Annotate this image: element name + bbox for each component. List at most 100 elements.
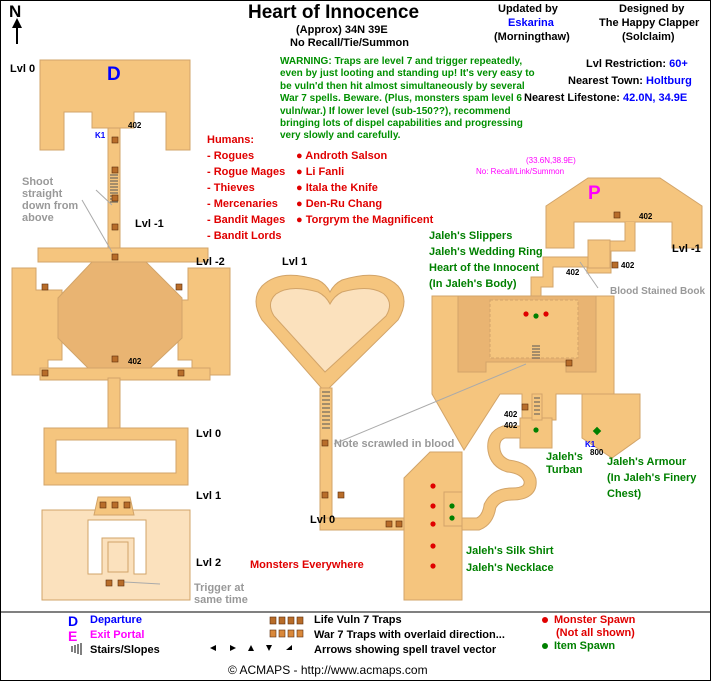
stairs-main bbox=[532, 345, 540, 359]
legend-war-traps: War 7 Traps with overlaid direction... bbox=[314, 629, 505, 641]
nearest-town: Nearest Town: Holtburg bbox=[568, 75, 692, 87]
departure-marker[interactable]: D bbox=[107, 64, 121, 85]
item-label: (In Jaleh's Body) bbox=[429, 278, 517, 290]
human-group: - Rogue Mages bbox=[207, 166, 286, 178]
lvl-restriction: Lvl Restriction: 60+ bbox=[586, 58, 688, 70]
corridor-lower-hub bbox=[39, 367, 211, 381]
item-spawns bbox=[449, 313, 602, 521]
human-named: ● Itala the Knife bbox=[296, 182, 378, 194]
room-lvl0-top bbox=[39, 59, 191, 151]
nearest-lifestone-label: Nearest Lifestone: bbox=[524, 92, 620, 104]
legend-trap-life bbox=[269, 616, 304, 625]
nearest-town-value: Holtburg bbox=[646, 75, 692, 87]
human-named-label: Den-Ru Chang bbox=[305, 198, 383, 210]
corridor-winding-fill bbox=[452, 426, 536, 530]
portal-marker[interactable]: P bbox=[588, 183, 601, 204]
level-label: Lvl -1 bbox=[672, 243, 701, 255]
item-label: Chest) bbox=[607, 488, 642, 500]
stairs-turban bbox=[534, 397, 540, 415]
room-octagon bbox=[57, 261, 183, 373]
page-title: Heart of Innocence bbox=[248, 2, 420, 23]
item-label: Jaleh's bbox=[546, 451, 583, 463]
door-label: 402 bbox=[504, 410, 518, 419]
door-label: 402 bbox=[621, 261, 635, 270]
corridor-turban bbox=[531, 393, 543, 421]
human-named: ● Androth Salson bbox=[296, 150, 388, 162]
human-group: - Bandit Lords bbox=[207, 230, 282, 242]
room-lvl-m2-right bbox=[177, 267, 231, 376]
human-named-label: Itala the Knife bbox=[305, 182, 378, 194]
note-blood: Note scrawled in blood bbox=[334, 438, 455, 450]
level-label: Lvl -2 bbox=[196, 256, 225, 268]
nearest-lifestone-value: 42.0N, 34.9E bbox=[623, 92, 688, 104]
updated-label: Updated by bbox=[498, 3, 558, 15]
level-label: Lvl 0 bbox=[10, 63, 36, 75]
legend-item-spawn: Item Spawn bbox=[554, 640, 616, 652]
legend-exit-portal: Exit Portal bbox=[90, 629, 145, 641]
legend-arrows bbox=[210, 645, 292, 651]
monster-spawns bbox=[430, 311, 549, 569]
legend-departure-icon: D bbox=[68, 613, 79, 629]
item-label: Turban bbox=[546, 464, 583, 476]
legend-monster-dot bbox=[542, 617, 548, 623]
room-lvl-m1-right bbox=[545, 177, 703, 249]
room-stair-box bbox=[587, 239, 611, 269]
door-label: 402 bbox=[128, 121, 142, 130]
stairs-heart bbox=[322, 391, 330, 429]
level-label: Lvl -1 bbox=[135, 218, 164, 230]
k1-marker: K1 bbox=[95, 131, 106, 140]
portal-restrict: No: Recall/Link/Summon bbox=[476, 167, 565, 176]
room-lvl-m2-left bbox=[11, 267, 63, 376]
human-group: - Rogues bbox=[207, 150, 255, 162]
room-lvl2-core bbox=[107, 541, 129, 573]
human-group: - Mercenaries bbox=[207, 198, 278, 210]
human-named-label: Li Fanli bbox=[305, 166, 345, 178]
designed-name: The Happy Clapper bbox=[599, 17, 700, 29]
level-label: Lvl 0 bbox=[310, 514, 336, 526]
stairs-top bbox=[110, 174, 118, 203]
lvl-restriction-label: Lvl Restriction: bbox=[586, 58, 667, 70]
north-label: N bbox=[9, 2, 22, 21]
level-label: Lvl 1 bbox=[282, 256, 308, 268]
legend-item-dot bbox=[542, 643, 548, 649]
legend-life-traps: Life Vuln 7 Traps bbox=[314, 614, 402, 626]
human-group: - Bandit Mages bbox=[207, 214, 286, 226]
legend-portal-icon: E bbox=[68, 628, 78, 644]
humans-heading: Humans: bbox=[207, 134, 255, 146]
portal-coords: (33.6N,38.9E) bbox=[526, 156, 576, 165]
legend-stairs-label: Stairs/Slopes bbox=[90, 644, 160, 656]
room-altar bbox=[489, 299, 579, 359]
corridor-upper-hub bbox=[37, 247, 209, 263]
door-label: 800 bbox=[590, 448, 604, 457]
monsters-everywhere: Monsters Everywhere bbox=[250, 559, 364, 571]
legend-trap-war bbox=[269, 629, 304, 638]
lvl-restriction-value: 60+ bbox=[669, 58, 688, 70]
door-label: 402 bbox=[128, 357, 142, 366]
designed-label: Designed by bbox=[619, 3, 685, 15]
level-label: Lvl 2 bbox=[196, 557, 222, 569]
trigger-note: Trigger at same time bbox=[194, 582, 248, 606]
room-lvl2-inner bbox=[87, 519, 147, 575]
updated-server: (Morningthaw) bbox=[494, 31, 570, 43]
item-label: Jaleh's Wedding Ring bbox=[429, 246, 543, 258]
door-label: 402 bbox=[504, 421, 518, 430]
human-named: ● Li Fanli bbox=[296, 166, 345, 178]
blood-book: Blood Stained Book bbox=[610, 286, 705, 297]
footer-credit[interactable]: © ACMAPS - http://www.acmaps.com bbox=[228, 663, 428, 677]
level-label: Lvl 0 bbox=[196, 428, 222, 440]
legend-arrows-label: Arrows showing spell travel vector bbox=[314, 644, 497, 656]
trap-markers bbox=[41, 136, 621, 587]
k1-marker: K1 bbox=[585, 440, 596, 449]
legend-stairs bbox=[71, 643, 82, 655]
human-group: - Thieves bbox=[207, 182, 255, 194]
updated-name[interactable]: Eskarina bbox=[508, 17, 554, 29]
human-named: ● Den-Ru Chang bbox=[296, 198, 383, 210]
room-heart-inner bbox=[270, 288, 390, 373]
room-lvl0-mid bbox=[43, 427, 189, 486]
door-label: 402 bbox=[566, 268, 580, 277]
human-named-label: Androth Salson bbox=[305, 150, 388, 162]
legend-monster-spawn: Monster Spawn bbox=[554, 614, 636, 626]
level-label: Lvl 1 bbox=[196, 490, 222, 502]
nearest-town-label: Nearest Town: bbox=[568, 75, 643, 87]
